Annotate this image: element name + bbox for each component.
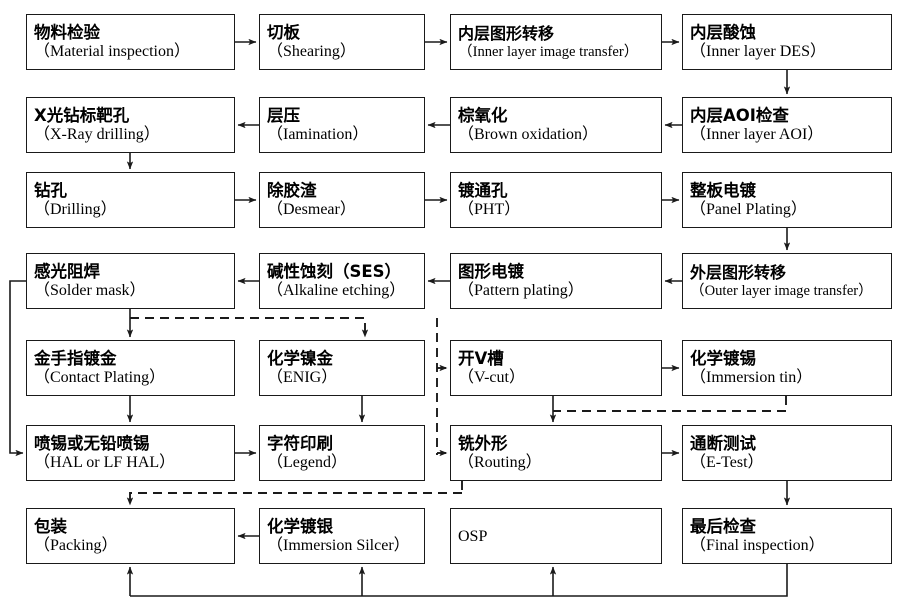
node-label-zh: 字符印刷	[267, 433, 333, 453]
node-label-zh: 切板	[267, 22, 300, 42]
process-node-inner-layer-image-transfer[interactable]: 内层图形转移（Inner layer image transfer）	[450, 14, 662, 70]
node-label-zh: 感光阻焊	[34, 261, 100, 281]
node-label-zh: 内层图形转移	[458, 23, 555, 43]
process-node-v-cut[interactable]: 开V槽（V-cut）	[450, 340, 662, 396]
node-label-en: （Solder mask）	[34, 282, 146, 300]
node-label-en: （Inner layer image transfer）	[458, 43, 639, 60]
node-label-en: （Final inspection）	[690, 537, 825, 555]
node-label-en: （Contact Plating）	[34, 369, 166, 387]
process-node-desmear[interactable]: 除胶渣（Desmear）	[259, 172, 425, 228]
node-label-en: （Panel Plating）	[690, 201, 807, 219]
node-label-zh: 碱性蚀刻（SES）	[267, 261, 402, 281]
node-label-zh: 整板电镀	[690, 180, 756, 200]
node-label-zh: 包装	[34, 516, 67, 536]
node-label-zh: 除胶渣	[267, 180, 317, 200]
process-node-alkaline-etching[interactable]: 碱性蚀刻（SES）（Alkaline etching）	[259, 253, 425, 309]
process-node-solder-mask[interactable]: 感光阻焊（Solder mask）	[26, 253, 235, 309]
process-node-legend[interactable]: 字符印刷（Legend）	[259, 425, 425, 481]
node-label-en: （V-cut）	[458, 369, 525, 387]
node-label-en: （Legend）	[267, 454, 347, 472]
process-node-immersion-tin[interactable]: 化学镀锡（Immersion tin）	[682, 340, 892, 396]
node-label-zh: 化学镀银	[267, 516, 333, 536]
process-node-contact-plating[interactable]: 金手指镀金（Contact Plating）	[26, 340, 235, 396]
node-label-zh: 物料检验	[34, 22, 100, 42]
node-label-zh: 图形电镀	[458, 261, 524, 281]
node-label-zh: 喷锡或无铅喷锡	[34, 433, 150, 453]
node-label-zh: 内层AOI检查	[690, 105, 789, 125]
node-label-en: （HAL or LF HAL）	[34, 454, 176, 472]
node-label-en: （E-Test）	[690, 454, 764, 472]
node-label-en: （Inner layer DES）	[690, 43, 826, 61]
node-label-en: （Material inspection）	[34, 43, 190, 61]
process-node-outer-layer-image-transfer[interactable]: 外层图形转移（Outer layer image transfer）	[682, 253, 892, 309]
node-label-en: （Inner layer AOI）	[690, 126, 824, 144]
process-node-e-test[interactable]: 通断测试（E-Test）	[682, 425, 892, 481]
process-node-xray-drilling[interactable]: X光钻标靶孔（X-Ray drilling）	[26, 97, 235, 153]
process-node-drilling[interactable]: 钻孔（Drilling）	[26, 172, 235, 228]
process-node-shearing[interactable]: 切板（Shearing）	[259, 14, 425, 70]
process-node-osp[interactable]: OSP	[450, 508, 662, 564]
process-node-enig[interactable]: 化学镍金（ENIG）	[259, 340, 425, 396]
node-label-zh: 化学镀锡	[690, 348, 756, 368]
node-label-zh: 最后检查	[690, 516, 756, 536]
node-label-zh: 金手指镀金	[34, 348, 117, 368]
node-label-en: （Immersion Silcer）	[267, 537, 410, 555]
node-label-en: （Alkaline etching）	[267, 282, 406, 300]
process-node-brown-oxidation[interactable]: 棕氧化（Brown oxidation）	[450, 97, 662, 153]
node-label-zh: 内层酸蚀	[690, 22, 756, 42]
process-node-pht[interactable]: 镀通孔（PHT）	[450, 172, 662, 228]
node-label-en: （Iamination）	[267, 126, 369, 144]
node-label-en: （Brown oxidation）	[458, 126, 598, 144]
node-label-en: （Immersion tin）	[690, 369, 813, 387]
edge-final-inspection-return-bus	[130, 564, 788, 597]
edge-solder-mask-to-hal-branch	[9, 280, 26, 457]
edge-immersion-tin-dashed-to-routing	[553, 396, 787, 412]
process-node-inner-layer-aoi[interactable]: 内层AOI检查（Inner layer AOI）	[682, 97, 892, 153]
node-label-zh: 化学镍金	[267, 348, 333, 368]
node-label-zh: 通断测试	[690, 433, 756, 453]
node-label-en: （Pattern plating）	[458, 282, 584, 300]
node-label-en: （PHT）	[458, 201, 521, 219]
process-node-panel-plating[interactable]: 整板电镀（Panel Plating）	[682, 172, 892, 228]
node-label-en: （ENIG）	[267, 369, 338, 387]
process-node-inner-layer-des[interactable]: 内层酸蚀（Inner layer DES）	[682, 14, 892, 70]
node-label-en: （Desmear）	[267, 201, 356, 219]
node-label-zh: 外层图形转移	[690, 262, 787, 282]
process-node-routing[interactable]: 铣外形（Routing）	[450, 425, 662, 481]
node-label-en: （Shearing）	[267, 43, 356, 61]
node-label-en: （X-Ray drilling）	[34, 126, 160, 144]
process-node-pattern-plating[interactable]: 图形电镀（Pattern plating）	[450, 253, 662, 309]
node-label-en: （Packing）	[34, 537, 118, 555]
node-label-en: （Outer layer image transfer）	[690, 282, 873, 299]
node-label-zh: OSP	[458, 527, 488, 545]
node-label-zh: X光钻标靶孔	[34, 105, 130, 125]
process-node-packing[interactable]: 包装（Packing）	[26, 508, 235, 564]
process-node-immersion-silver[interactable]: 化学镀银（Immersion Silcer）	[259, 508, 425, 564]
node-label-zh: 钻孔	[34, 180, 67, 200]
node-label-en: （Drilling）	[34, 201, 117, 219]
process-node-lamination[interactable]: 层压（Iamination）	[259, 97, 425, 153]
edge-legend-dashed-to-packing	[126, 492, 462, 506]
process-node-final-inspection[interactable]: 最后检查（Final inspection）	[682, 508, 892, 564]
node-label-en: （Routing）	[458, 454, 542, 472]
process-node-hal-or-lf-hal[interactable]: 喷锡或无铅喷锡（HAL or LF HAL）	[26, 425, 235, 481]
process-node-material-inspection[interactable]: 物料检验（Material inspection）	[26, 14, 235, 70]
node-label-zh: 镀通孔	[458, 180, 508, 200]
node-label-zh: 铣外形	[458, 433, 508, 453]
edge-solder-mask-dashed-to-enig	[130, 317, 369, 338]
node-label-zh: 层压	[267, 105, 300, 125]
node-label-zh: 开V槽	[458, 348, 504, 368]
node-label-zh: 棕氧化	[458, 105, 508, 125]
